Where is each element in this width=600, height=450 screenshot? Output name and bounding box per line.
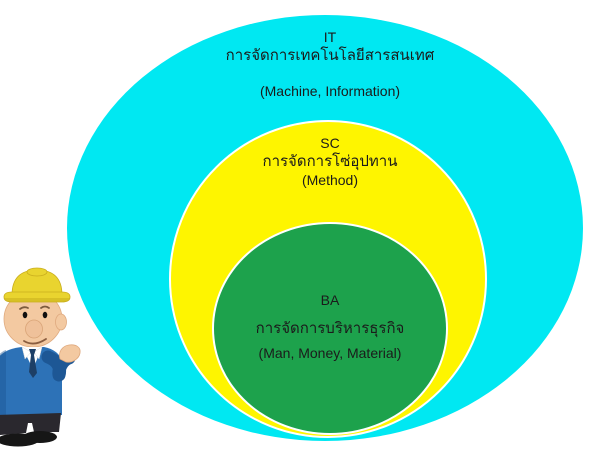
ba-abbr-label: BA bbox=[320, 292, 340, 308]
sc-latin-label: (Method) bbox=[301, 172, 359, 188]
label-group-it: IT การจัดการเทคโนโลยีสารสนเทศ (Machine, … bbox=[130, 29, 530, 100]
it-thai-label: การจัดการเทคโนโลยีสารสนเทศ bbox=[225, 47, 435, 64]
mascot-eye-right bbox=[42, 311, 48, 319]
mascot-shoe-right bbox=[23, 431, 57, 443]
sc-thai-label: การจัดการโซ่อุปทาน bbox=[262, 153, 398, 170]
mascot-mouth bbox=[23, 338, 47, 345]
mascot-hand bbox=[59, 344, 81, 363]
label-group-ba: BA การจัดการบริหารธุรกิจ (Man, Money, Ma… bbox=[130, 292, 530, 362]
mascot-collar-right bbox=[33, 346, 43, 360]
mascot-pants bbox=[0, 413, 61, 435]
mascot-jacket-shadow bbox=[0, 350, 6, 418]
mascot-eyebrows bbox=[19, 305, 50, 310]
sc-abbr-label: SC bbox=[320, 135, 340, 151]
mascot-tie-knot bbox=[29, 349, 36, 355]
mascot-collar-left bbox=[21, 346, 32, 360]
mascot-tie-blade bbox=[29, 355, 37, 378]
ba-thai-label: การจัดการบริหารธุรกิจ bbox=[255, 320, 405, 337]
mascot-ear bbox=[55, 313, 67, 331]
ba-latin-label: (Man, Money, Material) bbox=[258, 345, 402, 361]
mascot-helmet-ridge bbox=[26, 267, 48, 277]
mascot-helmet-brim-shadow bbox=[4, 298, 70, 302]
mascot-jacket bbox=[0, 347, 62, 418]
it-latin-label: (Machine, Information) bbox=[259, 83, 401, 99]
it-abbr-label: IT bbox=[323, 29, 337, 45]
mascot-nose bbox=[25, 319, 43, 339]
ring-ba bbox=[212, 222, 448, 435]
engineer-mascot-illustration bbox=[0, 267, 81, 447]
mascot-eye-left bbox=[22, 311, 28, 319]
label-group-sc: SC การจัดการโซ่อุปทาน (Method) bbox=[130, 135, 530, 189]
